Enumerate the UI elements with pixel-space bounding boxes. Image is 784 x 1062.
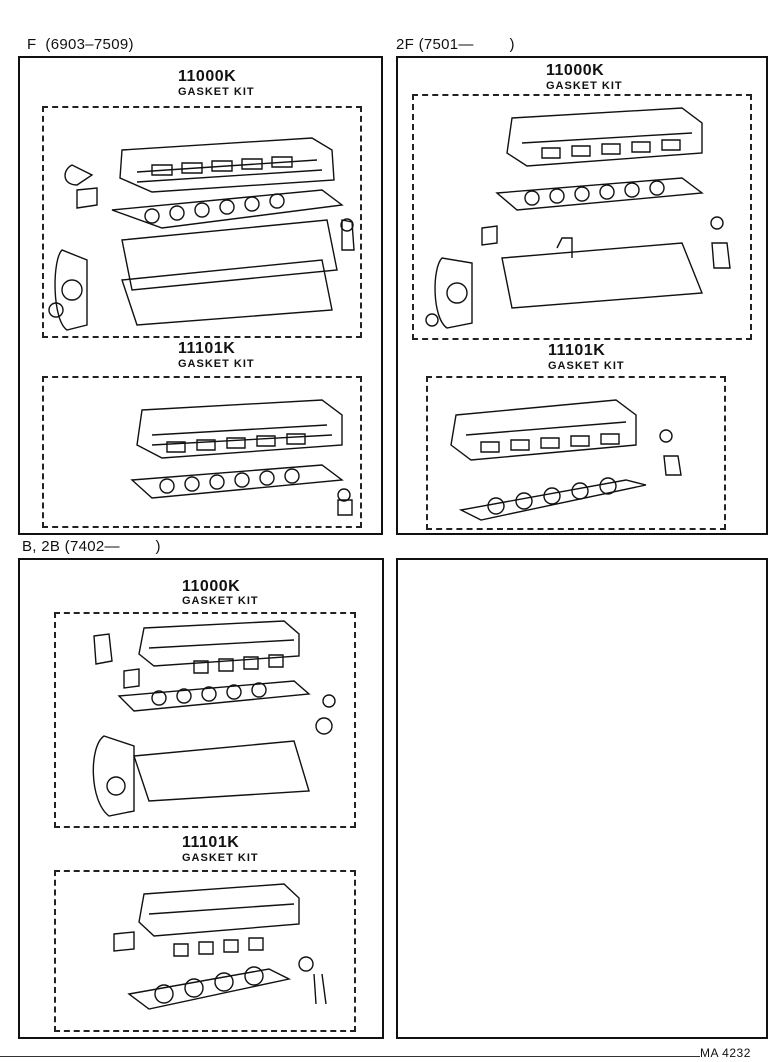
cylinder-head-gasket-kit-illustration bbox=[426, 380, 726, 530]
kit-label: GASKET KIT bbox=[182, 852, 259, 864]
section-header-2f: 2F (7501— ) bbox=[396, 36, 515, 53]
kit-label: GASKET KIT bbox=[546, 80, 623, 92]
kit-label: GASKET KIT bbox=[548, 360, 625, 372]
kit-boundary-11101k bbox=[54, 870, 356, 1032]
kit-part-number: 11000K bbox=[178, 68, 237, 85]
kit-part-number: 11101K bbox=[182, 834, 240, 851]
engine-gasket-kit-illustration bbox=[54, 616, 356, 826]
kit-part-number: 11101K bbox=[548, 342, 606, 359]
kit-label: GASKET KIT bbox=[178, 86, 255, 98]
section-header-f: F (6903–7509) bbox=[27, 36, 134, 53]
bottom-rule bbox=[0, 1056, 700, 1057]
kit-boundary-11000k bbox=[54, 612, 356, 828]
kit-part-number: 11000K bbox=[546, 62, 605, 79]
kit-part-number: 11101K bbox=[178, 340, 236, 357]
kit-boundary-11101k bbox=[42, 376, 362, 528]
panel-empty bbox=[396, 558, 768, 1039]
panel-f: 11000K GASKET KIT 11101K GASKET KIT bbox=[18, 56, 383, 535]
cylinder-head-gasket-kit-illustration bbox=[42, 380, 362, 528]
section-header-b-2b: B, 2B (7402— ) bbox=[22, 538, 161, 555]
kit-boundary-11101k bbox=[426, 376, 726, 530]
kit-label: GASKET KIT bbox=[182, 595, 259, 607]
panel-2f: 11000K GASKET KIT 11101K GASKET KIT bbox=[396, 56, 768, 535]
panel-b-2b: 11000K GASKET KIT 11101K GASKET KIT bbox=[18, 558, 384, 1039]
kit-label: GASKET KIT bbox=[178, 358, 255, 370]
kit-part-number: 11000K bbox=[182, 578, 241, 595]
kit-boundary-11000k bbox=[42, 106, 362, 338]
engine-gasket-kit-illustration bbox=[42, 110, 362, 338]
illustration-code: MA 4232 bbox=[700, 1046, 751, 1060]
kit-boundary-11000k bbox=[412, 94, 752, 340]
engine-gasket-kit-illustration bbox=[412, 98, 752, 338]
cylinder-head-gasket-kit-illustration bbox=[54, 874, 356, 1030]
